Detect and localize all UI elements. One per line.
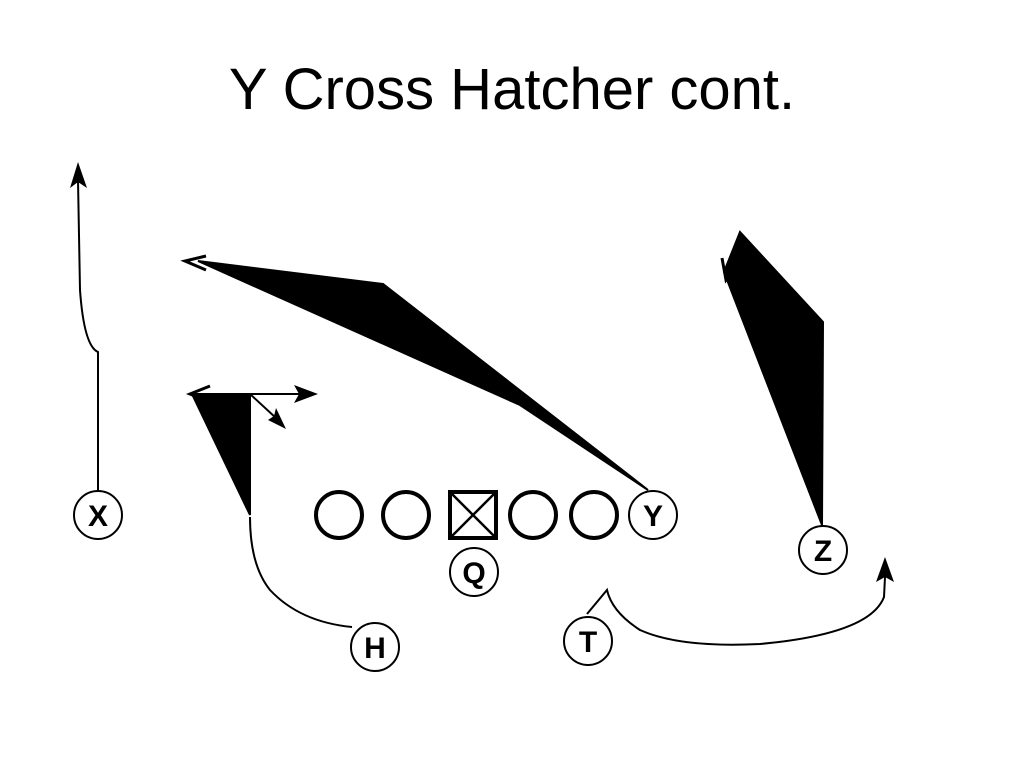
player-t-label: T	[579, 626, 597, 659]
h-route-option	[249, 393, 277, 419]
t-route-arrowhead	[876, 557, 894, 582]
player-z-label: Z	[814, 535, 832, 568]
player-y: Y	[628, 490, 678, 540]
t-route	[586, 576, 886, 646]
center-box	[448, 490, 498, 540]
y-route-arrowhead	[180, 254, 207, 272]
player-h: H	[350, 622, 400, 672]
player-z: Z	[798, 525, 848, 575]
z-route-arrowhead	[720, 257, 740, 284]
player-q-label: Q	[462, 557, 485, 590]
slide-title: Y Cross Hatcher cont.	[228, 57, 796, 122]
x-route	[77, 179, 99, 491]
h-route-curve	[249, 516, 353, 628]
y-route-wedge	[197, 260, 649, 491]
h-route-arrowhead-left	[185, 384, 211, 404]
h-route-option-arrowhead	[268, 408, 286, 429]
routes	[70, 162, 894, 646]
player-q: Q	[449, 547, 499, 597]
player-x: X	[73, 490, 123, 540]
skill-players: X Y Z Q H T	[73, 490, 848, 672]
lineman-5	[569, 490, 619, 540]
player-y-label: Y	[643, 500, 663, 533]
z-route-wedge	[722, 230, 825, 526]
h-route-wedge	[190, 393, 251, 516]
player-h-label: H	[364, 632, 386, 665]
player-t: T	[563, 616, 613, 666]
offensive-line	[314, 490, 619, 540]
lineman-2	[381, 490, 431, 540]
player-x-label: X	[88, 500, 108, 533]
h-route-arrowhead-right	[294, 385, 318, 403]
lineman-4	[508, 490, 558, 540]
x-route-arrowhead	[70, 162, 87, 188]
lineman-1	[314, 490, 364, 540]
